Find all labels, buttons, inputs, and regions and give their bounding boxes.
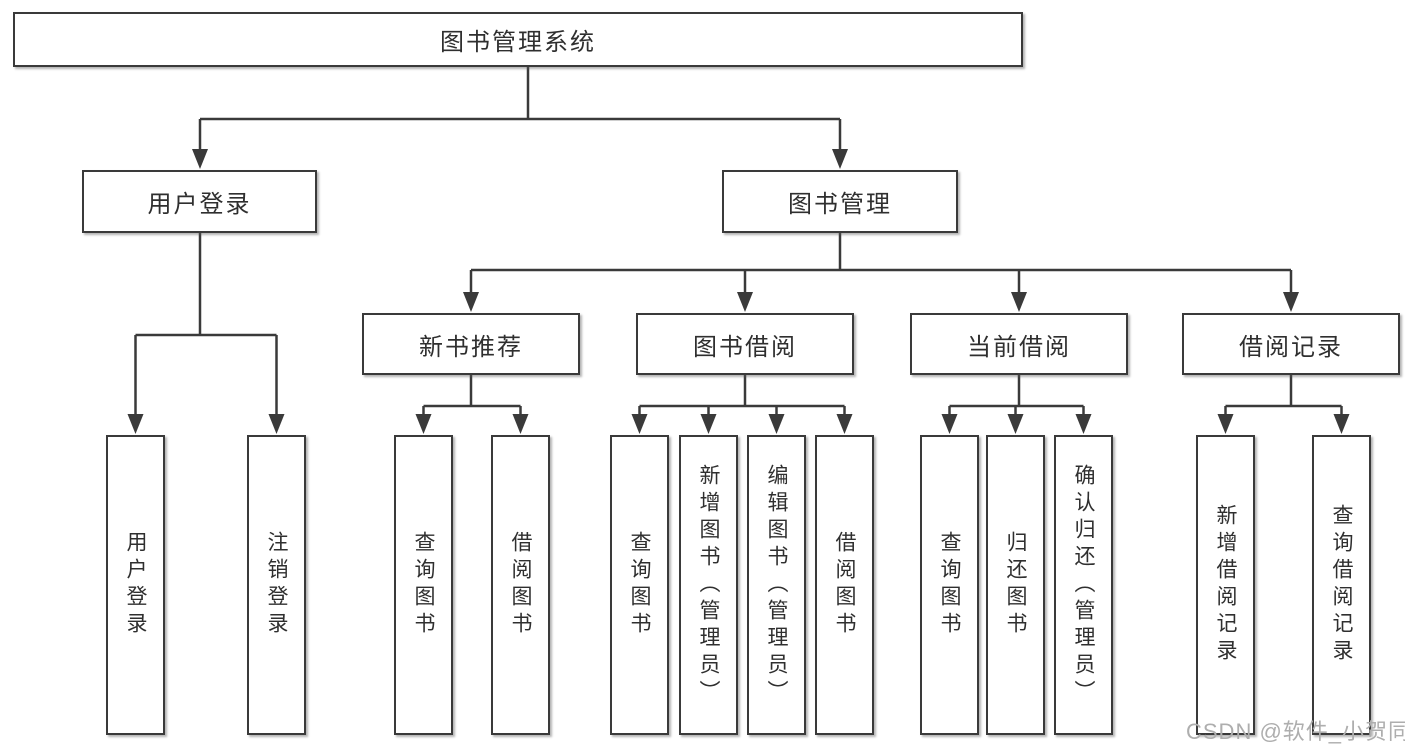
leaf-label: 查询图书 [938, 531, 961, 639]
node-label: 用户登录 [147, 191, 252, 218]
node-book-management-branch: 图书管理 [722, 170, 958, 233]
leaf-query-books-recommend: 查询图书 [394, 435, 453, 735]
leaf-label: 用户登录 [124, 531, 147, 639]
node-root-library-management-system: 图书管理系统 [13, 12, 1023, 67]
leaf-label: 注销登录 [265, 531, 288, 639]
node-new-book-recommend: 新书推荐 [362, 313, 580, 375]
leaf-label: 归还图书 [1004, 531, 1027, 639]
leaf-label: 查询图书 [412, 531, 435, 639]
leaf-label: 查询图书 [628, 531, 651, 639]
leaf-label: 确认归还（管理员） [1072, 463, 1095, 707]
leaf-query-books-current: 查询图书 [920, 435, 979, 735]
leaf-label: 借阅图书 [833, 531, 856, 639]
csdn-watermark: CSDN @软件_小贺同学 [1186, 719, 1405, 744]
arrowhead-icons [127, 149, 1350, 434]
node-label: 图书借阅 [693, 333, 797, 361]
leaf-edit-books-admin: 编辑图书（管理员） [747, 435, 806, 735]
leaf-add-books-admin: 新增图书（管理员） [679, 435, 738, 735]
node-label: 当前借阅 [967, 333, 1071, 361]
leaf-label: 新增图书（管理员） [697, 463, 720, 707]
leaf-label: 编辑图书（管理员） [765, 463, 788, 707]
node-book-borrowing: 图书借阅 [636, 313, 854, 375]
leaf-label: 借阅图书 [509, 531, 532, 639]
leaf-borrow-books-recommend: 借阅图书 [491, 435, 550, 735]
leaf-user-login: 用户登录 [106, 435, 165, 735]
node-label: 借阅记录 [1239, 333, 1343, 361]
node-borrowing-records: 借阅记录 [1182, 313, 1400, 375]
node-label: 图书管理系统 [440, 29, 596, 56]
node-label: 图书管理 [788, 191, 892, 218]
node-label: 新书推荐 [419, 333, 523, 361]
node-user-login-branch: 用户登录 [82, 170, 317, 233]
leaf-query-books-borrowing: 查询图书 [610, 435, 669, 735]
leaf-borrow-books: 借阅图书 [815, 435, 874, 735]
leaf-query-borrow-record: 查询借阅记录 [1312, 435, 1371, 735]
leaf-add-borrow-record: 新增借阅记录 [1196, 435, 1255, 735]
leaf-logout: 注销登录 [247, 435, 306, 735]
leaf-return-books: 归还图书 [986, 435, 1045, 735]
leaf-confirm-return-admin: 确认归还（管理员） [1054, 435, 1113, 735]
leaf-label: 新增借阅记录 [1214, 504, 1237, 666]
node-current-borrowing: 当前借阅 [910, 313, 1128, 375]
leaf-label: 查询借阅记录 [1330, 504, 1353, 666]
